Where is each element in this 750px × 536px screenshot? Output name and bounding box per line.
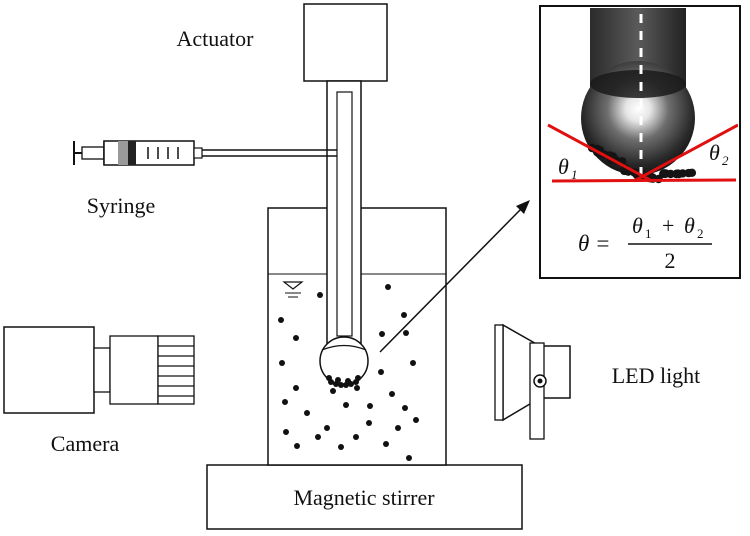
- theta1-symbol: θ: [558, 154, 569, 179]
- inset-photo: [542, 8, 738, 208]
- particle: [383, 441, 389, 447]
- attached-particle: [355, 375, 361, 381]
- particle: [366, 420, 372, 426]
- suspended-particles: [278, 284, 419, 461]
- equation-plus: +: [662, 213, 674, 238]
- attached-particle: [338, 382, 344, 388]
- particle: [389, 391, 395, 397]
- camera-label: Camera: [51, 431, 120, 456]
- contact-angle-lines: [547, 123, 738, 183]
- equation-num-theta1: θ: [632, 213, 643, 238]
- theta2-subscript: 2: [722, 153, 729, 168]
- particle: [282, 399, 288, 405]
- attached-particle: [345, 378, 351, 384]
- particle: [317, 292, 323, 298]
- water-level-symbol: [282, 281, 304, 298]
- led-light: LED light: [494, 323, 701, 440]
- inset-particle: [687, 168, 697, 177]
- particle: [413, 417, 419, 423]
- particle: [324, 425, 330, 431]
- contact-angle-inset: θ 1 θ 2 θ = θ 1 + θ 2 2: [539, 5, 741, 279]
- equation-num-theta2: θ: [684, 213, 695, 238]
- equation-num-sub2: 2: [697, 226, 704, 241]
- particle: [385, 284, 391, 290]
- led-light-label: LED light: [612, 363, 701, 388]
- particle: [279, 360, 285, 366]
- contact-angle-equation: θ = θ 1 + θ 2 2: [578, 213, 712, 273]
- magnetic-stirrer: Magnetic stirrer: [206, 464, 523, 530]
- particle: [367, 403, 373, 409]
- particle: [354, 385, 360, 391]
- particle: [294, 443, 300, 449]
- actuator: Actuator: [177, 3, 388, 82]
- equation-lhs: θ =: [578, 231, 611, 256]
- attached-particle: [326, 375, 332, 381]
- particle: [353, 434, 359, 440]
- attached-particle: [335, 377, 341, 383]
- particle: [401, 312, 407, 318]
- particle: [378, 369, 384, 375]
- particle: [283, 429, 289, 435]
- particle: [315, 434, 321, 440]
- particle: [395, 425, 401, 431]
- actuator-label: Actuator: [177, 26, 255, 51]
- particle: [293, 335, 299, 341]
- particle: [338, 444, 344, 450]
- theta2-symbol: θ: [709, 140, 720, 165]
- particle: [410, 360, 416, 366]
- particle: [278, 317, 284, 323]
- syringe: Syringe: [73, 140, 337, 218]
- particle: [293, 385, 299, 391]
- inset-particle: [678, 169, 687, 178]
- attached-particles: [326, 375, 361, 388]
- probe-rod: [326, 80, 362, 344]
- particle: [379, 331, 385, 337]
- particle: [343, 402, 349, 408]
- particle: [403, 330, 409, 336]
- magnetic-stirrer-label: Magnetic stirrer: [293, 485, 435, 510]
- droplet: [319, 336, 369, 388]
- syringe-label: Syringe: [87, 193, 155, 218]
- zoom-arrow: [379, 200, 530, 353]
- equation-denominator: 2: [665, 248, 676, 273]
- particle: [402, 405, 408, 411]
- equation-num-sub1: 1: [645, 226, 652, 241]
- particle: [304, 410, 310, 416]
- particle: [330, 388, 336, 394]
- camera: Camera: [3, 326, 195, 456]
- theta1-subscript: 1: [571, 167, 578, 182]
- particle: [406, 455, 412, 461]
